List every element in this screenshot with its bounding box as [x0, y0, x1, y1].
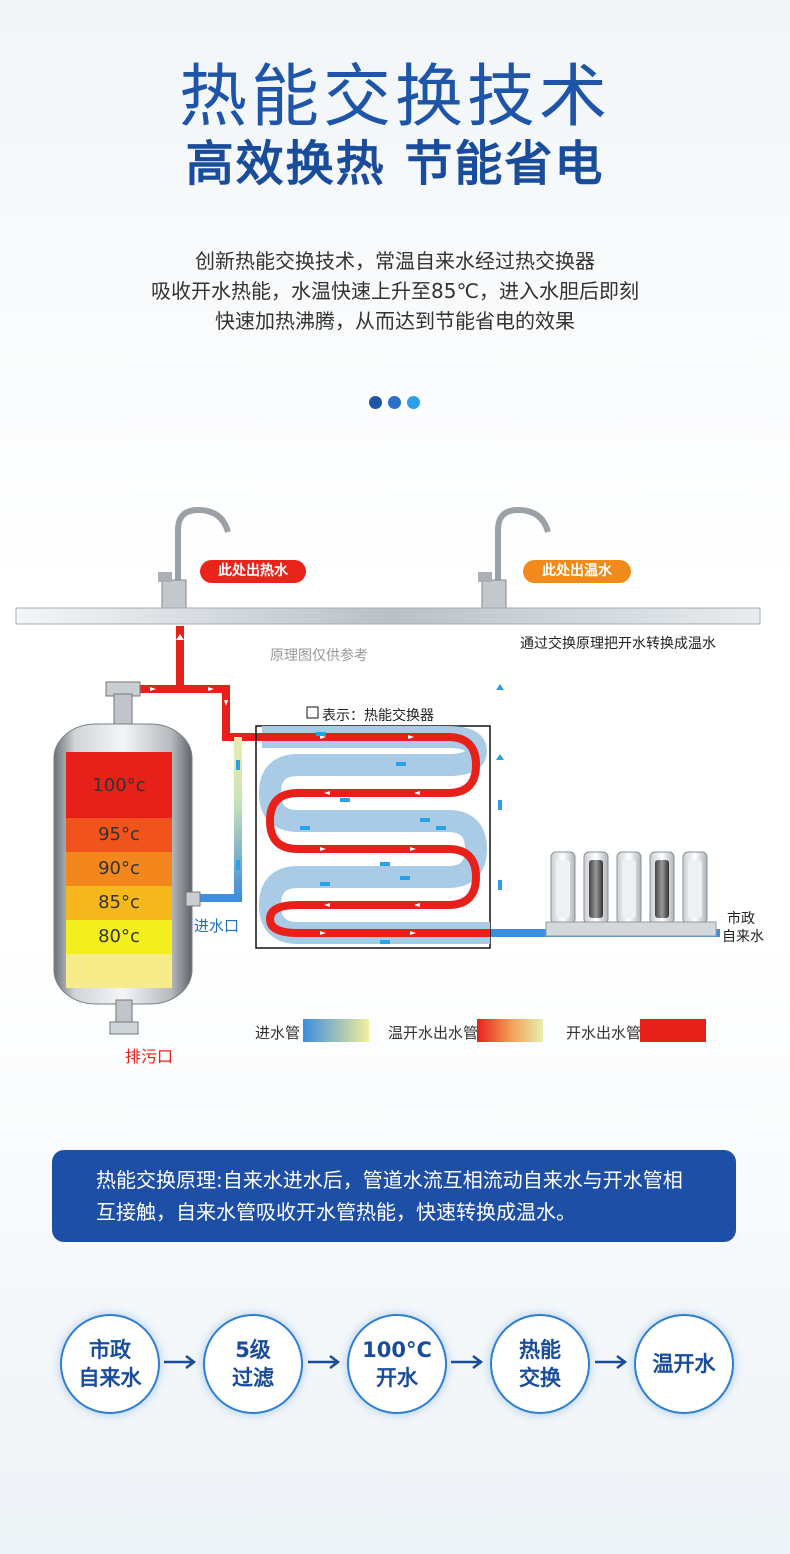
pager-dot: [388, 396, 401, 409]
flow-arrow-icon: [164, 1355, 197, 1369]
legend-hot-bar: [640, 1019, 706, 1042]
city-water-label-1: 市政: [727, 911, 755, 927]
exchanger-legend-square: [306, 706, 319, 719]
warm-faucet-icon: [478, 506, 551, 611]
flow-step-text: 自来水: [78, 1366, 142, 1390]
flow-step-boiling: 100°C 开水: [347, 1314, 447, 1414]
city-water-label-2: 自来水: [722, 929, 764, 945]
tank-band: [66, 954, 172, 988]
principle-text: 热能交换原理:自来水进水后，管道水流互相流动自来水与开水管相 互接触，自来水管吸…: [96, 1164, 683, 1228]
filter-cartridge: [550, 851, 576, 925]
tank-temp-95: 95°c: [98, 824, 140, 845]
hot-supply-pipe: [180, 685, 262, 741]
flow-arrow-icon: [308, 1355, 341, 1369]
flow-step-text: 过滤: [232, 1366, 274, 1390]
hot-outlet-label: 此处出热水: [200, 560, 306, 583]
heat-exchange-diagram: [15, 506, 761, 1042]
flow-step-text: 热能: [519, 1338, 561, 1362]
flow-step-text: 交换: [519, 1366, 561, 1390]
pager-dot: [407, 396, 420, 409]
principle-banner: 热能交换原理:自来水进水后，管道水流互相流动自来水与开水管相 互接触，自来水管吸…: [52, 1150, 736, 1242]
flow-step-text: 开水: [376, 1366, 418, 1390]
tank-temperature-bands: [66, 752, 172, 988]
warm-up-arrows: [496, 684, 504, 760]
legend-inlet-bar: [303, 1019, 369, 1042]
countertop: [15, 607, 761, 625]
tank-band: [66, 752, 172, 818]
legend-hot-label: 开水出水管: [566, 1024, 642, 1042]
page-subtitle: 高效换热 节能省电: [185, 136, 605, 192]
description-line: 快速加热沸腾，从而达到节能省电的效果: [215, 309, 575, 333]
filter-cartridge: [682, 851, 708, 925]
filter-set: [550, 851, 708, 925]
pager-dots: [369, 396, 429, 410]
hot-flow-arrows: [150, 634, 420, 935]
reference-note: 原理图仅供参考: [270, 648, 368, 664]
filter-cartridge: [649, 851, 675, 925]
warm-note: 通过交换原理把开水转换成温水: [520, 636, 716, 652]
drain-label: 排污口: [125, 1047, 174, 1066]
description-line: 吸收开水热能，水温快速上升至85℃，进入水胆后即刻: [151, 279, 639, 303]
cold-flow-arrows: [236, 732, 502, 944]
flow-arrow-icon: [595, 1355, 628, 1369]
flow-step-filter: 5级 过滤: [203, 1314, 303, 1414]
flow-step-text: 温开水: [652, 1352, 716, 1376]
tank-temp-100: 100°c: [92, 775, 146, 796]
tank-temp-85: 85°c: [98, 892, 140, 913]
flow-step-text: 5级: [235, 1338, 271, 1362]
flow-step-exchange: 热能 交换: [490, 1314, 590, 1414]
description: 创新热能交换技术，常温自来水经过热交换器 吸收开水热能，水温快速上升至85℃，进…: [0, 246, 790, 336]
hot-outlet-pipe: [138, 626, 184, 693]
legend-warm-bar: [477, 1019, 543, 1042]
tank-temp-80: 80°c: [98, 926, 140, 947]
filter-cartridge: [583, 851, 609, 925]
flow-step-text: 市政: [89, 1338, 131, 1362]
warm-outlet-label: 此处出温水: [523, 560, 631, 583]
tank-band: [66, 886, 172, 920]
page-title: 热能交换技术: [178, 58, 611, 137]
tank-band: [66, 818, 172, 852]
tank-temp-90: 90°c: [98, 858, 140, 879]
pager-dot: [369, 396, 382, 409]
hot-serpentine-pipe: [262, 733, 490, 937]
exchanger-legend-label: 表示：热能交换器: [322, 708, 434, 724]
filter-cartridge: [616, 851, 642, 925]
flow-step-city-water: 市政 自来水: [60, 1314, 160, 1414]
filter-manifold: [545, 921, 717, 937]
inlet-label: 进水口: [194, 917, 240, 935]
principle-line: 热能交换原理:自来水进水后，管道水流互相流动自来水与开水管相: [96, 1168, 683, 1192]
tank-band: [66, 920, 172, 954]
flow-step-warm-water: 温开水: [634, 1314, 734, 1414]
tank-band: [66, 852, 172, 886]
description-line: 创新热能交换技术，常温自来水经过热交换器: [195, 249, 595, 273]
flow-step-text: 100°C: [362, 1338, 432, 1362]
legend-inlet-label: 进水管: [255, 1024, 301, 1042]
tank-inlet-pipe: [200, 737, 242, 902]
water-tank: [53, 681, 201, 1035]
principle-line: 互接触，自来水管吸收开水管热能，快速转换成温水。: [96, 1200, 576, 1224]
legend-warm-label: 温开水出水管: [388, 1024, 479, 1042]
flow-arrow-icon: [451, 1355, 484, 1369]
